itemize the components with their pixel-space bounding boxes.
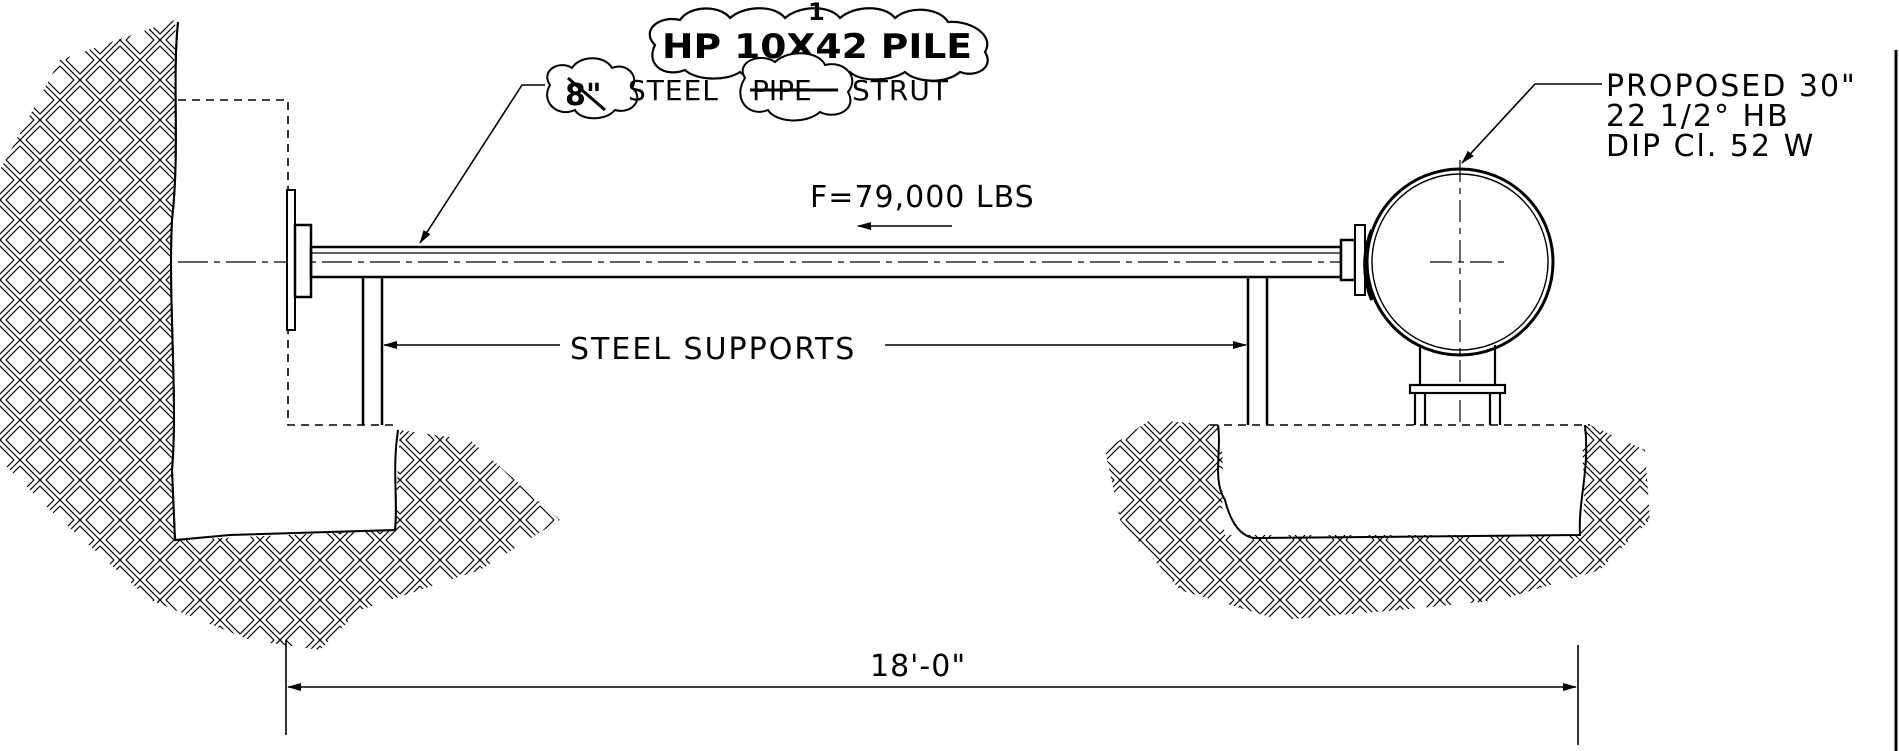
struck-strut-size: 8" xyxy=(565,78,602,113)
pile-revision-superscript: 1 xyxy=(808,0,825,26)
supports-label: STEEL SUPPORTS xyxy=(570,332,856,367)
pipe-outlet xyxy=(1408,345,1507,425)
force-label: F=79,000 LBS xyxy=(810,180,1035,215)
left-soil-hatch xyxy=(0,20,560,650)
right-steel-support xyxy=(1246,277,1269,425)
left-steel-support xyxy=(361,277,384,425)
proposed-leader xyxy=(1461,83,1602,164)
revision-cloud-size xyxy=(546,57,639,120)
right-excavation-outline xyxy=(1217,424,1588,540)
strut-leader xyxy=(419,84,545,244)
revision-cloud-pipe xyxy=(739,52,854,122)
right-end-flange xyxy=(1339,238,1357,282)
proposed-line-3: DIP Cl. 52 W xyxy=(1606,129,1815,164)
left-end-flange xyxy=(293,223,313,299)
dimension-label: 18'-0" xyxy=(870,649,966,684)
strut-word: STRUT xyxy=(852,74,949,107)
left-excavation-outline xyxy=(170,21,399,542)
proposed-line-2: 22 1/2° HB xyxy=(1606,99,1790,134)
proposed-line-1: PROPOSED 30" xyxy=(1606,69,1857,104)
strut-steel-word: STEEL xyxy=(628,74,719,107)
